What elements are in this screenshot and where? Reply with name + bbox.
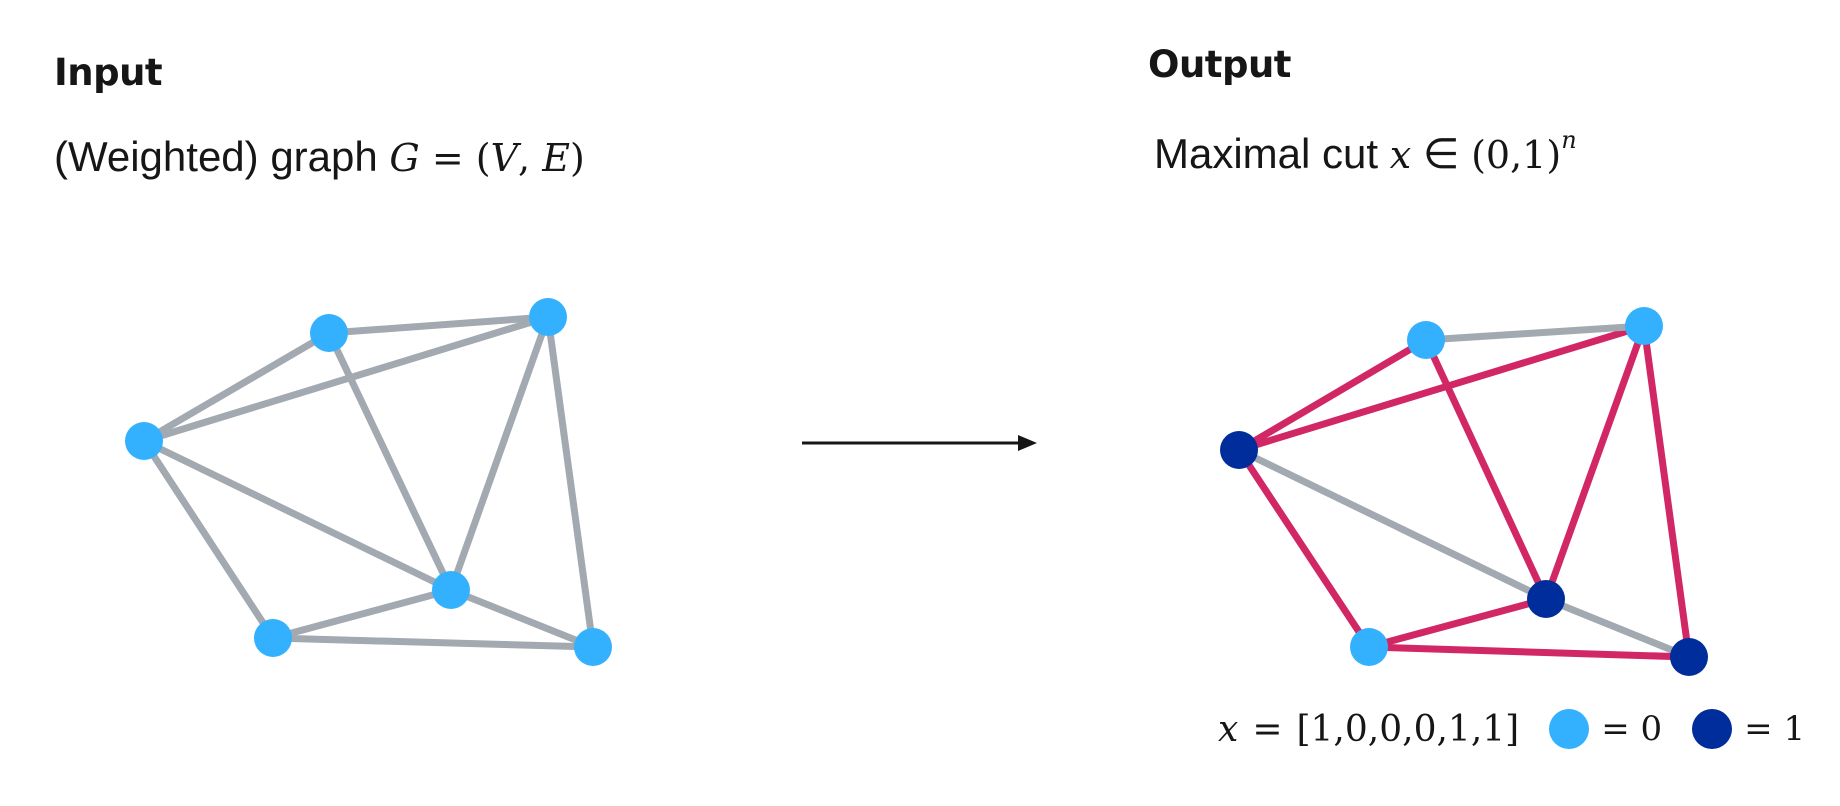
- edge-A-C: [142, 313, 550, 445]
- edge-C-D: [447, 315, 552, 592]
- edge-B-D: [325, 331, 455, 592]
- node-B: [310, 314, 348, 352]
- math-close-paren: ): [569, 136, 585, 180]
- edge-E-F: [272, 634, 594, 651]
- node-A: [125, 422, 163, 460]
- input-graph: [125, 298, 612, 666]
- output-graph: [1220, 307, 1708, 676]
- input-graph-edges: [141, 313, 597, 651]
- output-heading: Output: [1148, 43, 1292, 86]
- legend-vector: [1,0,0,0,1,1]: [1296, 708, 1520, 750]
- node-B: [1407, 321, 1445, 359]
- edge-B-C: [328, 313, 549, 337]
- math-G: G: [389, 136, 420, 180]
- math-set: (0,1): [1471, 133, 1562, 177]
- legend-variable: x: [1218, 708, 1239, 750]
- cut-edge-C-F: [1640, 325, 1693, 658]
- node-F: [574, 628, 612, 666]
- edge-C-F: [544, 316, 597, 648]
- node-C: [1625, 307, 1663, 345]
- edge-A-E: [141, 439, 276, 640]
- input-subtitle: (Weighted) graph G = (V, E): [54, 136, 585, 178]
- legend-light-node-icon: [1549, 709, 1590, 749]
- math-element-of: ∈: [1411, 130, 1472, 177]
- math-open-paren: (: [475, 136, 491, 180]
- cut-edge-A-E: [1236, 448, 1372, 649]
- math-equals: =: [419, 136, 476, 180]
- node-A: [1220, 431, 1258, 469]
- node-D: [432, 571, 470, 609]
- edge-A-D: [1237, 446, 1548, 603]
- cut-edge-B-D: [1422, 338, 1550, 601]
- node-E: [254, 619, 292, 657]
- node-E: [1350, 628, 1388, 666]
- math-E: E: [542, 136, 570, 180]
- math-exponent-n: n: [1561, 126, 1577, 154]
- edge-D-F: [1544, 595, 1691, 661]
- node-D: [1527, 580, 1565, 618]
- cut-edge-C-D: [1542, 324, 1648, 601]
- edge-B-C: [1425, 322, 1645, 344]
- output-graph-edges: [1236, 322, 1693, 661]
- cut-edge-A-C: [1237, 322, 1646, 454]
- legend-label-zero: = 0: [1601, 709, 1663, 749]
- cut-edge-A-B: [1237, 336, 1428, 454]
- edge-D-E: [272, 586, 452, 642]
- cut-edge-E-F: [1368, 643, 1690, 661]
- output-subtitle: Maximal cut x ∈ (0,1)n: [1154, 128, 1577, 175]
- input-graph-nodes: [125, 298, 612, 666]
- cut-edge-D-E: [1368, 595, 1547, 651]
- math-V: V: [490, 136, 519, 180]
- legend-label-one: = 1: [1744, 709, 1806, 749]
- edge-D-F: [449, 586, 595, 651]
- input-heading: Input: [54, 51, 163, 94]
- node-C: [529, 298, 567, 336]
- math-x: x: [1389, 133, 1412, 177]
- edge-A-D: [142, 437, 453, 594]
- output-subtitle-text: Maximal cut: [1154, 130, 1390, 177]
- legend-equals: =: [1252, 708, 1283, 750]
- legend: x = [1,0,0,0,1,1] = 0 = 1: [1218, 702, 1805, 756]
- arrow-icon: [802, 435, 1037, 451]
- legend-dark-node-icon: [1692, 709, 1733, 749]
- edge-A-B: [142, 329, 331, 445]
- node-F: [1670, 638, 1708, 676]
- output-graph-nodes: [1220, 307, 1708, 676]
- input-subtitle-text: (Weighted) graph: [54, 133, 390, 180]
- math-comma: ,: [518, 136, 543, 180]
